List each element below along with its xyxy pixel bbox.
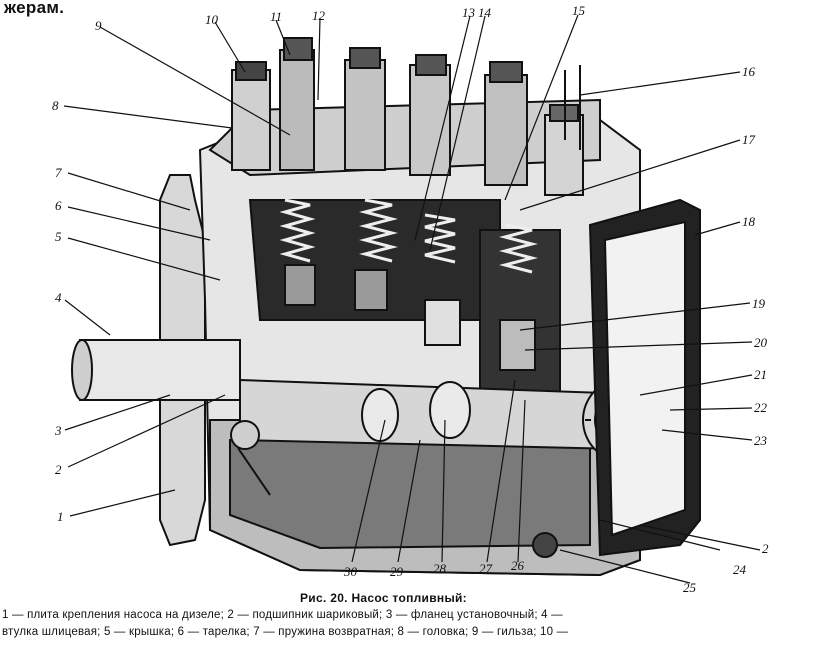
callout-11: 11 — [270, 9, 282, 24]
legend-line-1: 1 — плита крепления насоса на дизеле; 2 … — [2, 609, 563, 621]
callout-13: 13 — [462, 5, 476, 20]
callout-19: 19 — [752, 296, 766, 311]
callout-20: 20 — [754, 335, 768, 350]
callout-28: 28 — [433, 561, 447, 576]
callout-8: 8 — [52, 98, 59, 113]
callout-17: 17 — [742, 132, 756, 147]
callout-1: 1 — [57, 509, 64, 524]
pump-drawing — [71, 37, 701, 577]
callout-12: 12 — [312, 8, 326, 23]
callout-22: 22 — [754, 400, 768, 415]
callout-14: 14 — [478, 5, 492, 20]
callout-2: 2 — [55, 462, 62, 477]
callout-10: 10 — [205, 12, 219, 27]
callout-labels: 1 2 3 4 5 6 7 8 9 10 11 12 13 14 15 16 1… — [52, 3, 769, 595]
fragment-text: жерам. — [4, 0, 65, 17]
callout-3: 3 — [54, 423, 62, 438]
callout-27: 27 — [479, 561, 493, 576]
callout-25: 25 — [683, 580, 697, 595]
callout-16: 16 — [742, 64, 756, 79]
callout-4: 4 — [55, 290, 62, 305]
callout-21: 21 — [754, 367, 767, 382]
callout-2b: 2 — [762, 541, 769, 556]
leader-lines — [63, 14, 761, 584]
callout-7: 7 — [55, 165, 62, 180]
legend: 1 — плита крепления насоса на дизеле; 2 … — [2, 607, 831, 641]
figure-caption: Рис. 20. Насос топливный: — [300, 591, 467, 605]
callout-26: 26 — [511, 558, 525, 573]
legend-line-2: втулка шлицевая; 5 — крышка; 6 — тарелка… — [2, 626, 569, 638]
callout-18: 18 — [742, 214, 756, 229]
callout-6: 6 — [55, 198, 62, 213]
callout-23: 23 — [754, 433, 768, 448]
callout-29: 29 — [390, 564, 404, 579]
callout-30: 30 — [343, 564, 358, 579]
callout-15: 15 — [572, 3, 586, 18]
callout-5: 5 — [55, 229, 62, 244]
callout-9: 9 — [95, 18, 102, 33]
callout-24: 24 — [733, 562, 747, 577]
